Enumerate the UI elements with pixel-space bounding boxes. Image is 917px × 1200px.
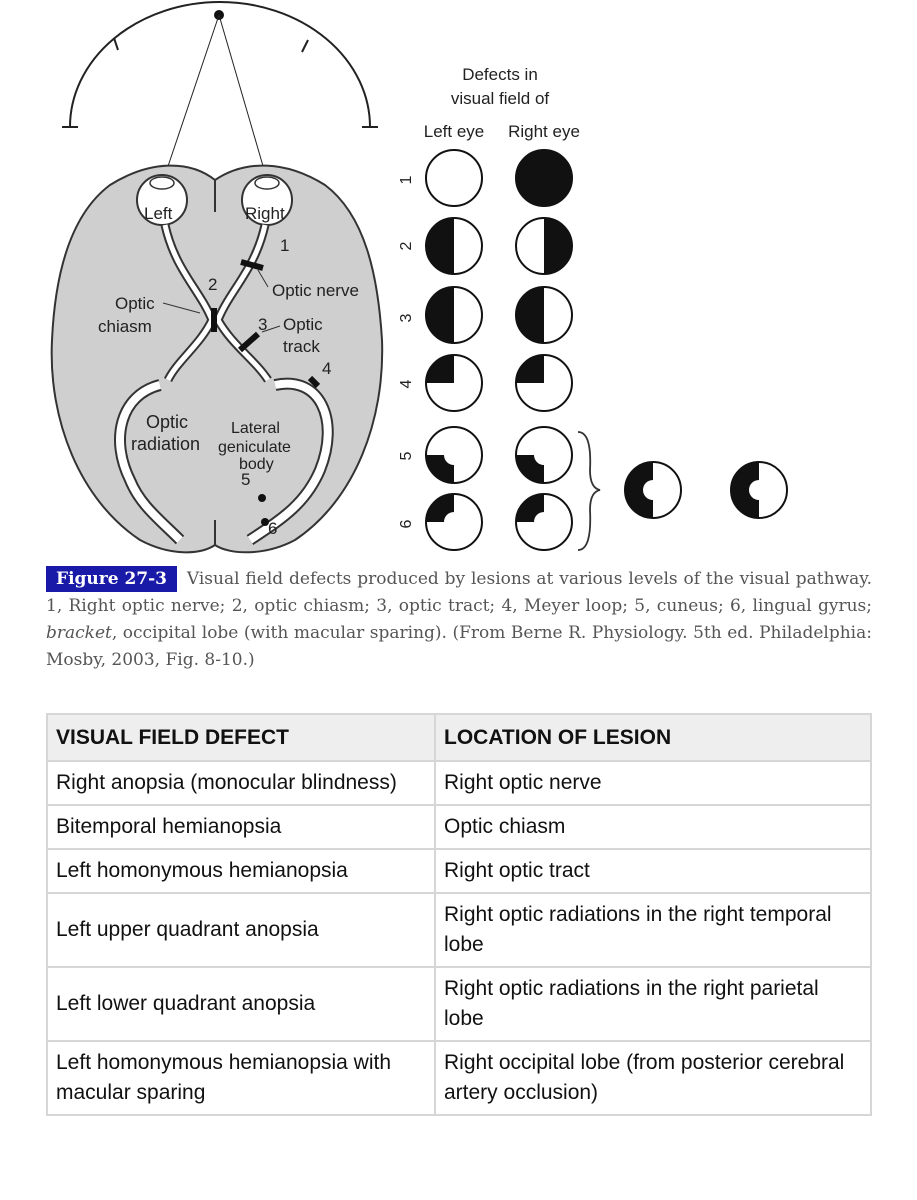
defects-header-line2: visual field of — [451, 89, 550, 108]
field-row1-right — [515, 149, 573, 207]
table-header-row: VISUAL FIELD DEFECT LOCATION OF LESION — [46, 713, 872, 762]
lesion-marker-3 — [238, 331, 260, 353]
field-row3-left — [425, 286, 483, 344]
caption-text-end: , occipital lobe (with macular sparing).… — [46, 623, 872, 670]
label-optic-chiasm-2: chiasm — [98, 317, 152, 336]
occipital-bracket — [577, 431, 601, 551]
row-number-6: 6 — [398, 519, 415, 528]
field-macular-sparing-left — [624, 461, 682, 519]
label-optic-track-1: Optic — [283, 315, 323, 334]
lesion-marker-1 — [240, 259, 264, 271]
field-row4-right — [515, 354, 573, 412]
field-macular-sparing-right — [730, 461, 788, 519]
field-row2-left — [425, 217, 483, 275]
field-row2-right — [515, 217, 573, 275]
label-optic-radiation-2: radiation — [131, 434, 200, 454]
label-n5: 5 — [241, 470, 250, 489]
label-n4: 4 — [322, 359, 331, 378]
visual-field-arc — [69, 1, 371, 128]
row-number-5: 5 — [398, 451, 415, 460]
label-optic-radiation-1: Optic — [146, 412, 188, 432]
figure-caption: Figure 27-3 Visual field defects produce… — [46, 566, 872, 674]
label-left-eye: Left — [144, 204, 173, 223]
defects-header-line1: Defects in — [462, 65, 538, 84]
right-eye-column-label: Right eye — [508, 122, 580, 141]
right-eye — [241, 174, 293, 226]
defect-cell: Bitemporal hemianopsia — [46, 804, 436, 850]
caption-text: Visual field defects produced by lesions… — [46, 569, 873, 616]
row-number-2: 2 — [398, 241, 415, 250]
location-cell: Right optic radiations in the right pari… — [434, 966, 872, 1042]
label-optic-chiasm-1: Optic — [115, 294, 155, 313]
label-lgb-3: body — [239, 456, 274, 473]
row-number-1: 1 — [398, 175, 415, 184]
defect-cell: Left homonymous hemianopsia with macular… — [46, 1040, 436, 1116]
left-lens — [149, 176, 175, 190]
defect-cell: Right anopsia (monocular blindness) — [46, 760, 436, 806]
leader-line — [162, 302, 201, 314]
location-cell: Right optic radiations in the right temp… — [434, 892, 872, 968]
row-number-4: 4 — [398, 379, 415, 388]
arc-tick — [301, 39, 309, 53]
table-row: Left homonymous hemianopsia with macular… — [46, 1040, 872, 1116]
label-n6: 6 — [268, 519, 277, 538]
column-header-defect: VISUAL FIELD DEFECT — [46, 713, 436, 762]
defect-cell: Left lower quadrant anopsia — [46, 966, 436, 1042]
table-row: Left upper quadrant anopsia Right optic … — [46, 892, 872, 968]
lesion-marker-6 — [261, 518, 269, 526]
label-n1: 1 — [280, 236, 289, 255]
column-header-location: LOCATION OF LESION — [434, 713, 872, 762]
field-row5-left — [425, 426, 483, 484]
label-lgb-1: Lateral — [231, 420, 280, 437]
light-ray — [159, 14, 220, 191]
brain-outline — [50, 164, 384, 554]
defect-cell: Left homonymous hemianopsia — [46, 848, 436, 894]
visual-pathway-figure: Left Right 1 2 Optic nerve Optic chiasm … — [0, 0, 917, 560]
row-number-3: 3 — [398, 313, 415, 322]
leader-line — [257, 269, 269, 288]
visual-field-defects-table: VISUAL FIELD DEFECT LOCATION OF LESION R… — [46, 713, 872, 1116]
label-n2: 2 — [208, 275, 217, 294]
label-n3: 3 — [258, 315, 267, 334]
location-cell: Optic chiasm — [434, 804, 872, 850]
caption-italic: bracket — [46, 623, 112, 643]
field-row6-left — [425, 493, 483, 551]
label-optic-track-2: track — [283, 337, 320, 356]
table-row: Left homonymous hemianopsia Right optic … — [46, 848, 872, 894]
table-row: Bitemporal hemianopsia Optic chiasm — [46, 804, 872, 850]
location-cell: Right optic tract — [434, 848, 872, 894]
label-right-eye: Right — [245, 204, 285, 223]
location-cell: Right occipital lobe (from posterior cer… — [434, 1040, 872, 1116]
lesion-marker-5 — [258, 494, 266, 502]
left-eye-column-label: Left eye — [424, 122, 485, 141]
defect-cell: Left upper quadrant anopsia — [46, 892, 436, 968]
light-ray — [218, 14, 271, 191]
field-row6-right — [515, 493, 573, 551]
left-eye — [136, 174, 188, 226]
right-pathway-inner — [215, 224, 271, 382]
location-cell: Right optic nerve — [434, 760, 872, 806]
leader-line — [261, 325, 281, 333]
field-row1-left — [425, 149, 483, 207]
arc-tick — [113, 37, 119, 51]
field-row5-right — [515, 426, 573, 484]
field-row4-left — [425, 354, 483, 412]
right-radiation-inner — [247, 379, 332, 544]
left-radiation-inner — [116, 381, 183, 543]
table-row: Left lower quadrant anopsia Right optic … — [46, 966, 872, 1042]
lesion-marker-4 — [307, 375, 321, 389]
figure-illustration: Left Right 1 2 Optic nerve Optic chiasm … — [50, 1, 788, 554]
field-row3-right — [515, 286, 573, 344]
figure-label: Figure 27-3 — [46, 566, 178, 592]
table-row: Right anopsia (monocular blindness) Righ… — [46, 760, 872, 806]
label-optic-nerve: Optic nerve — [272, 281, 359, 300]
right-lens — [254, 176, 280, 190]
label-lgb-2: geniculate — [218, 439, 291, 456]
